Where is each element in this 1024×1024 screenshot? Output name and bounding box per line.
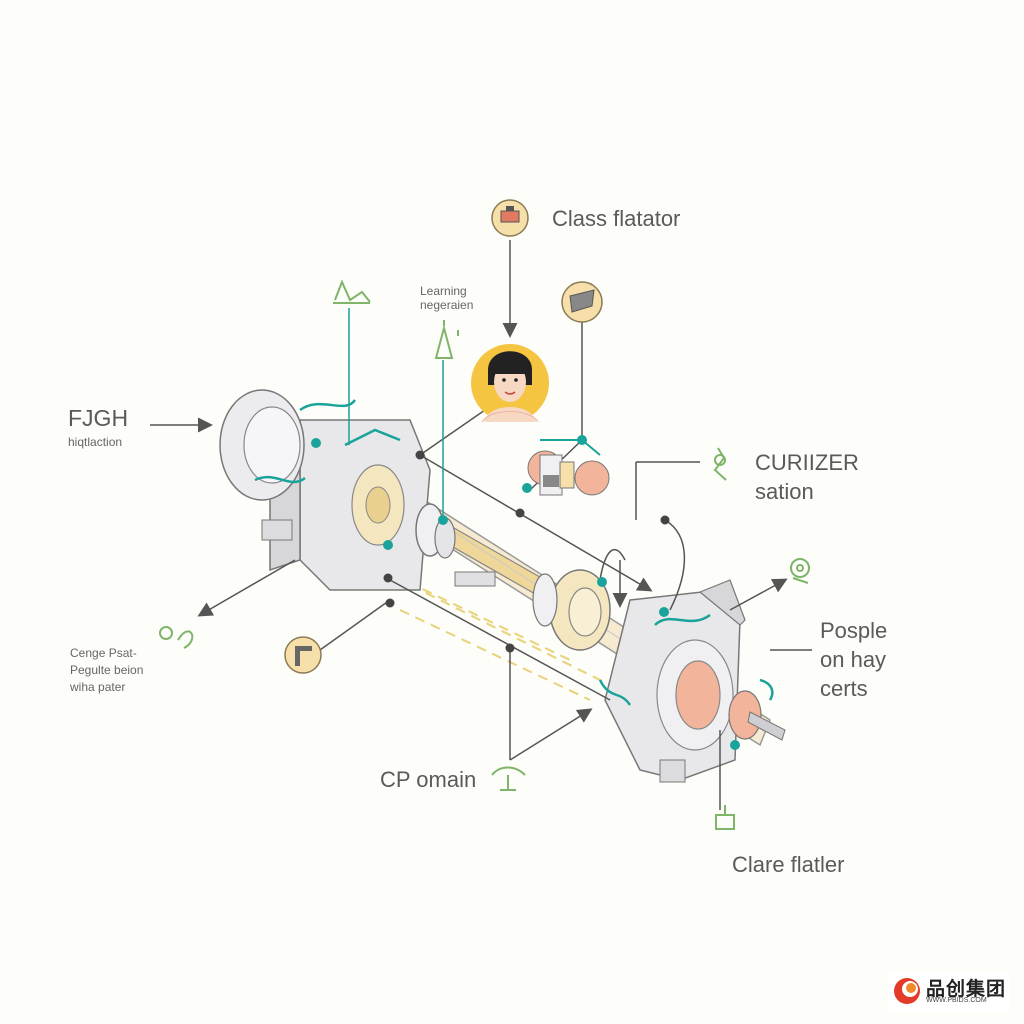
cog-icon xyxy=(790,558,810,584)
dashed-guides xyxy=(299,529,621,701)
label-posple-line1: Posple xyxy=(820,618,888,643)
person-avatar-icon xyxy=(471,344,549,423)
wrench-badge-icon xyxy=(561,281,603,323)
label-curiizer: CURIIZER sation xyxy=(755,450,859,505)
label-fjgh-title: FJGH xyxy=(68,405,129,431)
right-flange xyxy=(532,569,611,651)
sensor-cluster-icon xyxy=(527,439,610,496)
connector-dots xyxy=(311,435,740,750)
label-fjgh-sub: hiqtlaction xyxy=(68,435,123,450)
label-curiizer-title: CURIIZER xyxy=(755,450,859,475)
gear-small-icon xyxy=(713,447,727,481)
brand-url: WWW.PBIDS.COM xyxy=(926,997,987,1004)
label-clare-flatler: Clare flatler xyxy=(732,852,845,877)
connector-lines xyxy=(150,240,812,810)
label-learning-line2: negeraien xyxy=(420,297,474,312)
bracket-badge-icon xyxy=(284,636,322,674)
label-learning: Learning negeraien xyxy=(420,284,474,313)
machine-badge-icon xyxy=(491,199,529,237)
label-posple-line3: certs xyxy=(820,676,868,702)
label-posple: Posple on hay certs xyxy=(820,616,887,703)
left-housing xyxy=(219,389,431,591)
label-curiizer-sub: sation xyxy=(755,479,814,505)
label-cenge-line1: Cenge Psat- xyxy=(70,646,137,660)
label-cenge: Cenge Psat- Pegulte beion wiha pater xyxy=(70,645,143,695)
brand-logo-icon xyxy=(894,978,920,1004)
label-learning-line1: Learning xyxy=(420,284,467,298)
leaf-icon xyxy=(333,279,371,304)
middle-coupling xyxy=(415,503,496,587)
plant-icon xyxy=(491,766,526,791)
brand-watermark: 品创集团 WWW.PBIDS.COM xyxy=(888,972,1010,1012)
label-cenge-line3: wiha pater xyxy=(70,679,126,694)
label-posple-line2: on hay xyxy=(820,647,887,673)
brand-text: 品创集团 xyxy=(926,979,1007,1000)
label-class-flatator: Class flatator xyxy=(552,206,681,231)
flask-icon xyxy=(434,320,459,359)
chain-icon xyxy=(159,626,194,649)
right-housing xyxy=(598,579,786,783)
label-fjgh: FJGH hiqtlaction xyxy=(68,405,128,450)
label-cenge-line2: Pegulte beion xyxy=(70,662,144,677)
valve-icon xyxy=(715,805,735,830)
label-cp-omain: CP omain xyxy=(380,767,477,792)
